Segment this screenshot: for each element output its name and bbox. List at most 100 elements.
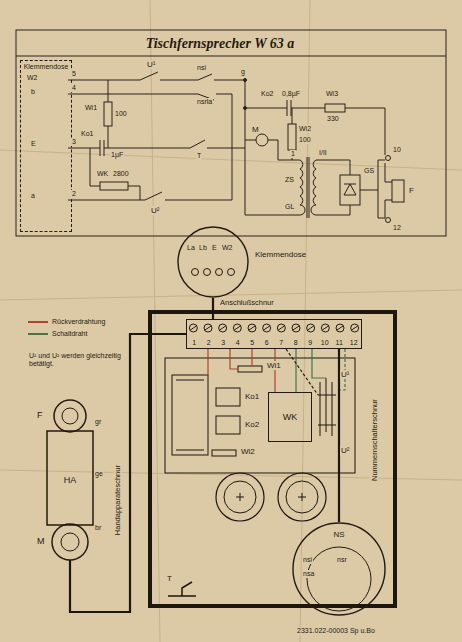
cord — [70, 334, 186, 612]
node-label: 4 — [231, 339, 246, 347]
screw-slot — [234, 326, 240, 330]
drawn-rect — [216, 388, 240, 406]
part-label: 330 — [326, 115, 340, 123]
dial-switch-ring — [293, 523, 385, 615]
node-label: NS — [292, 530, 386, 539]
drawn-path — [286, 349, 318, 395]
part-label: 100 — [298, 136, 312, 144]
socket-screw — [192, 269, 199, 276]
part-label: M — [251, 125, 260, 134]
dial-contacts — [307, 547, 371, 611]
drawn-path — [245, 140, 300, 160]
part-label: Ko2 — [244, 420, 260, 429]
legend-row: Rückverdrahtung — [28, 318, 105, 326]
screw-slot — [205, 326, 211, 330]
node-label: 8 — [289, 339, 304, 347]
drawn-path — [344, 184, 356, 195]
induction-coil-box: WK — [268, 392, 312, 442]
part-label: W2 — [221, 244, 234, 252]
part-label: U² — [150, 206, 160, 215]
drawn-path — [311, 160, 316, 215]
drawn-rect — [104, 102, 112, 126]
part-label: nsa — [302, 570, 315, 578]
drawn-circle — [386, 156, 391, 161]
drawn-path — [236, 493, 306, 501]
legend-text: Schaltdraht — [52, 330, 87, 338]
screw-terminal — [219, 324, 227, 332]
part-label: nsr — [336, 556, 348, 564]
part-label: b — [30, 88, 36, 96]
part-label: 5 — [71, 70, 77, 78]
dial-switch: NS — [292, 522, 386, 616]
part-label: 3 — [71, 138, 77, 146]
node-label: 5 — [245, 339, 260, 347]
drawn-path — [68, 94, 232, 200]
screw-slot — [264, 326, 270, 330]
legend-swatch — [28, 333, 48, 335]
cord-label: Handapparateschnur — [114, 464, 122, 536]
drawn-path — [318, 378, 336, 436]
part-label: nsrla — [196, 98, 213, 106]
drawn-rect — [100, 182, 128, 190]
part-label: Wi1 — [266, 361, 282, 370]
drawn-rect — [150, 312, 395, 606]
part-label: nsi — [302, 556, 313, 564]
screw-terminal — [351, 324, 359, 332]
earpiece — [54, 400, 86, 432]
terminal-box: Klemmendose — [20, 60, 72, 232]
screw-slot — [337, 326, 343, 330]
drawn-rect — [16, 30, 446, 236]
part-label: GS — [363, 167, 375, 175]
node-label: 10 — [318, 339, 333, 347]
node-label: Klemmendose — [255, 250, 306, 259]
part-label: U² — [340, 446, 350, 455]
screw-terminal — [189, 324, 197, 332]
drawn-path — [68, 72, 245, 150]
node-label: 2 — [202, 339, 217, 347]
drawn-path — [300, 0, 310, 642]
socket-screw — [204, 269, 211, 276]
drawn-path — [307, 157, 309, 218]
part-label: 100 — [114, 110, 128, 118]
screw-terminal — [204, 324, 212, 332]
part-label: F — [36, 410, 44, 420]
node-label: 6 — [260, 339, 275, 347]
screw-slot — [322, 326, 328, 330]
part-label: gr — [94, 418, 102, 426]
part-label: a — [30, 192, 36, 200]
part-label: T — [166, 574, 173, 583]
drawn-path — [245, 150, 300, 215]
drawn-path — [68, 192, 232, 200]
drawn-rect — [165, 358, 355, 473]
node-label: 9 — [303, 339, 318, 347]
screw-terminal — [233, 324, 241, 332]
socket-screw — [228, 269, 235, 276]
cord-label: Nummernschalterschnur — [371, 398, 379, 482]
drawn-rect — [340, 175, 360, 205]
part-label: E — [211, 244, 218, 252]
drawn-path — [168, 582, 196, 596]
part-label: 2800 — [112, 170, 130, 178]
part-label: Ko1 — [244, 392, 260, 401]
drawn-rect — [212, 450, 236, 456]
screw-terminal — [292, 324, 300, 332]
screw-terminal — [336, 324, 344, 332]
telephone-housing — [150, 312, 395, 606]
node-label: Klemmendose — [21, 63, 71, 71]
part-label: 10 — [392, 146, 402, 154]
part-label: 2331.022-00003 Sp u.Bo — [296, 627, 376, 635]
drawn-path — [90, 148, 140, 200]
socket-screw — [216, 269, 223, 276]
node-label: 3 — [216, 339, 231, 347]
drawn-path — [316, 160, 350, 215]
drawn-path — [108, 80, 109, 148]
internal-wiring — [208, 349, 345, 395]
handset: HA — [50, 400, 90, 560]
drawn-rect — [172, 375, 208, 455]
screw-slot — [190, 326, 196, 330]
part-label: U¹ — [146, 60, 156, 69]
part-label: F — [408, 186, 415, 195]
